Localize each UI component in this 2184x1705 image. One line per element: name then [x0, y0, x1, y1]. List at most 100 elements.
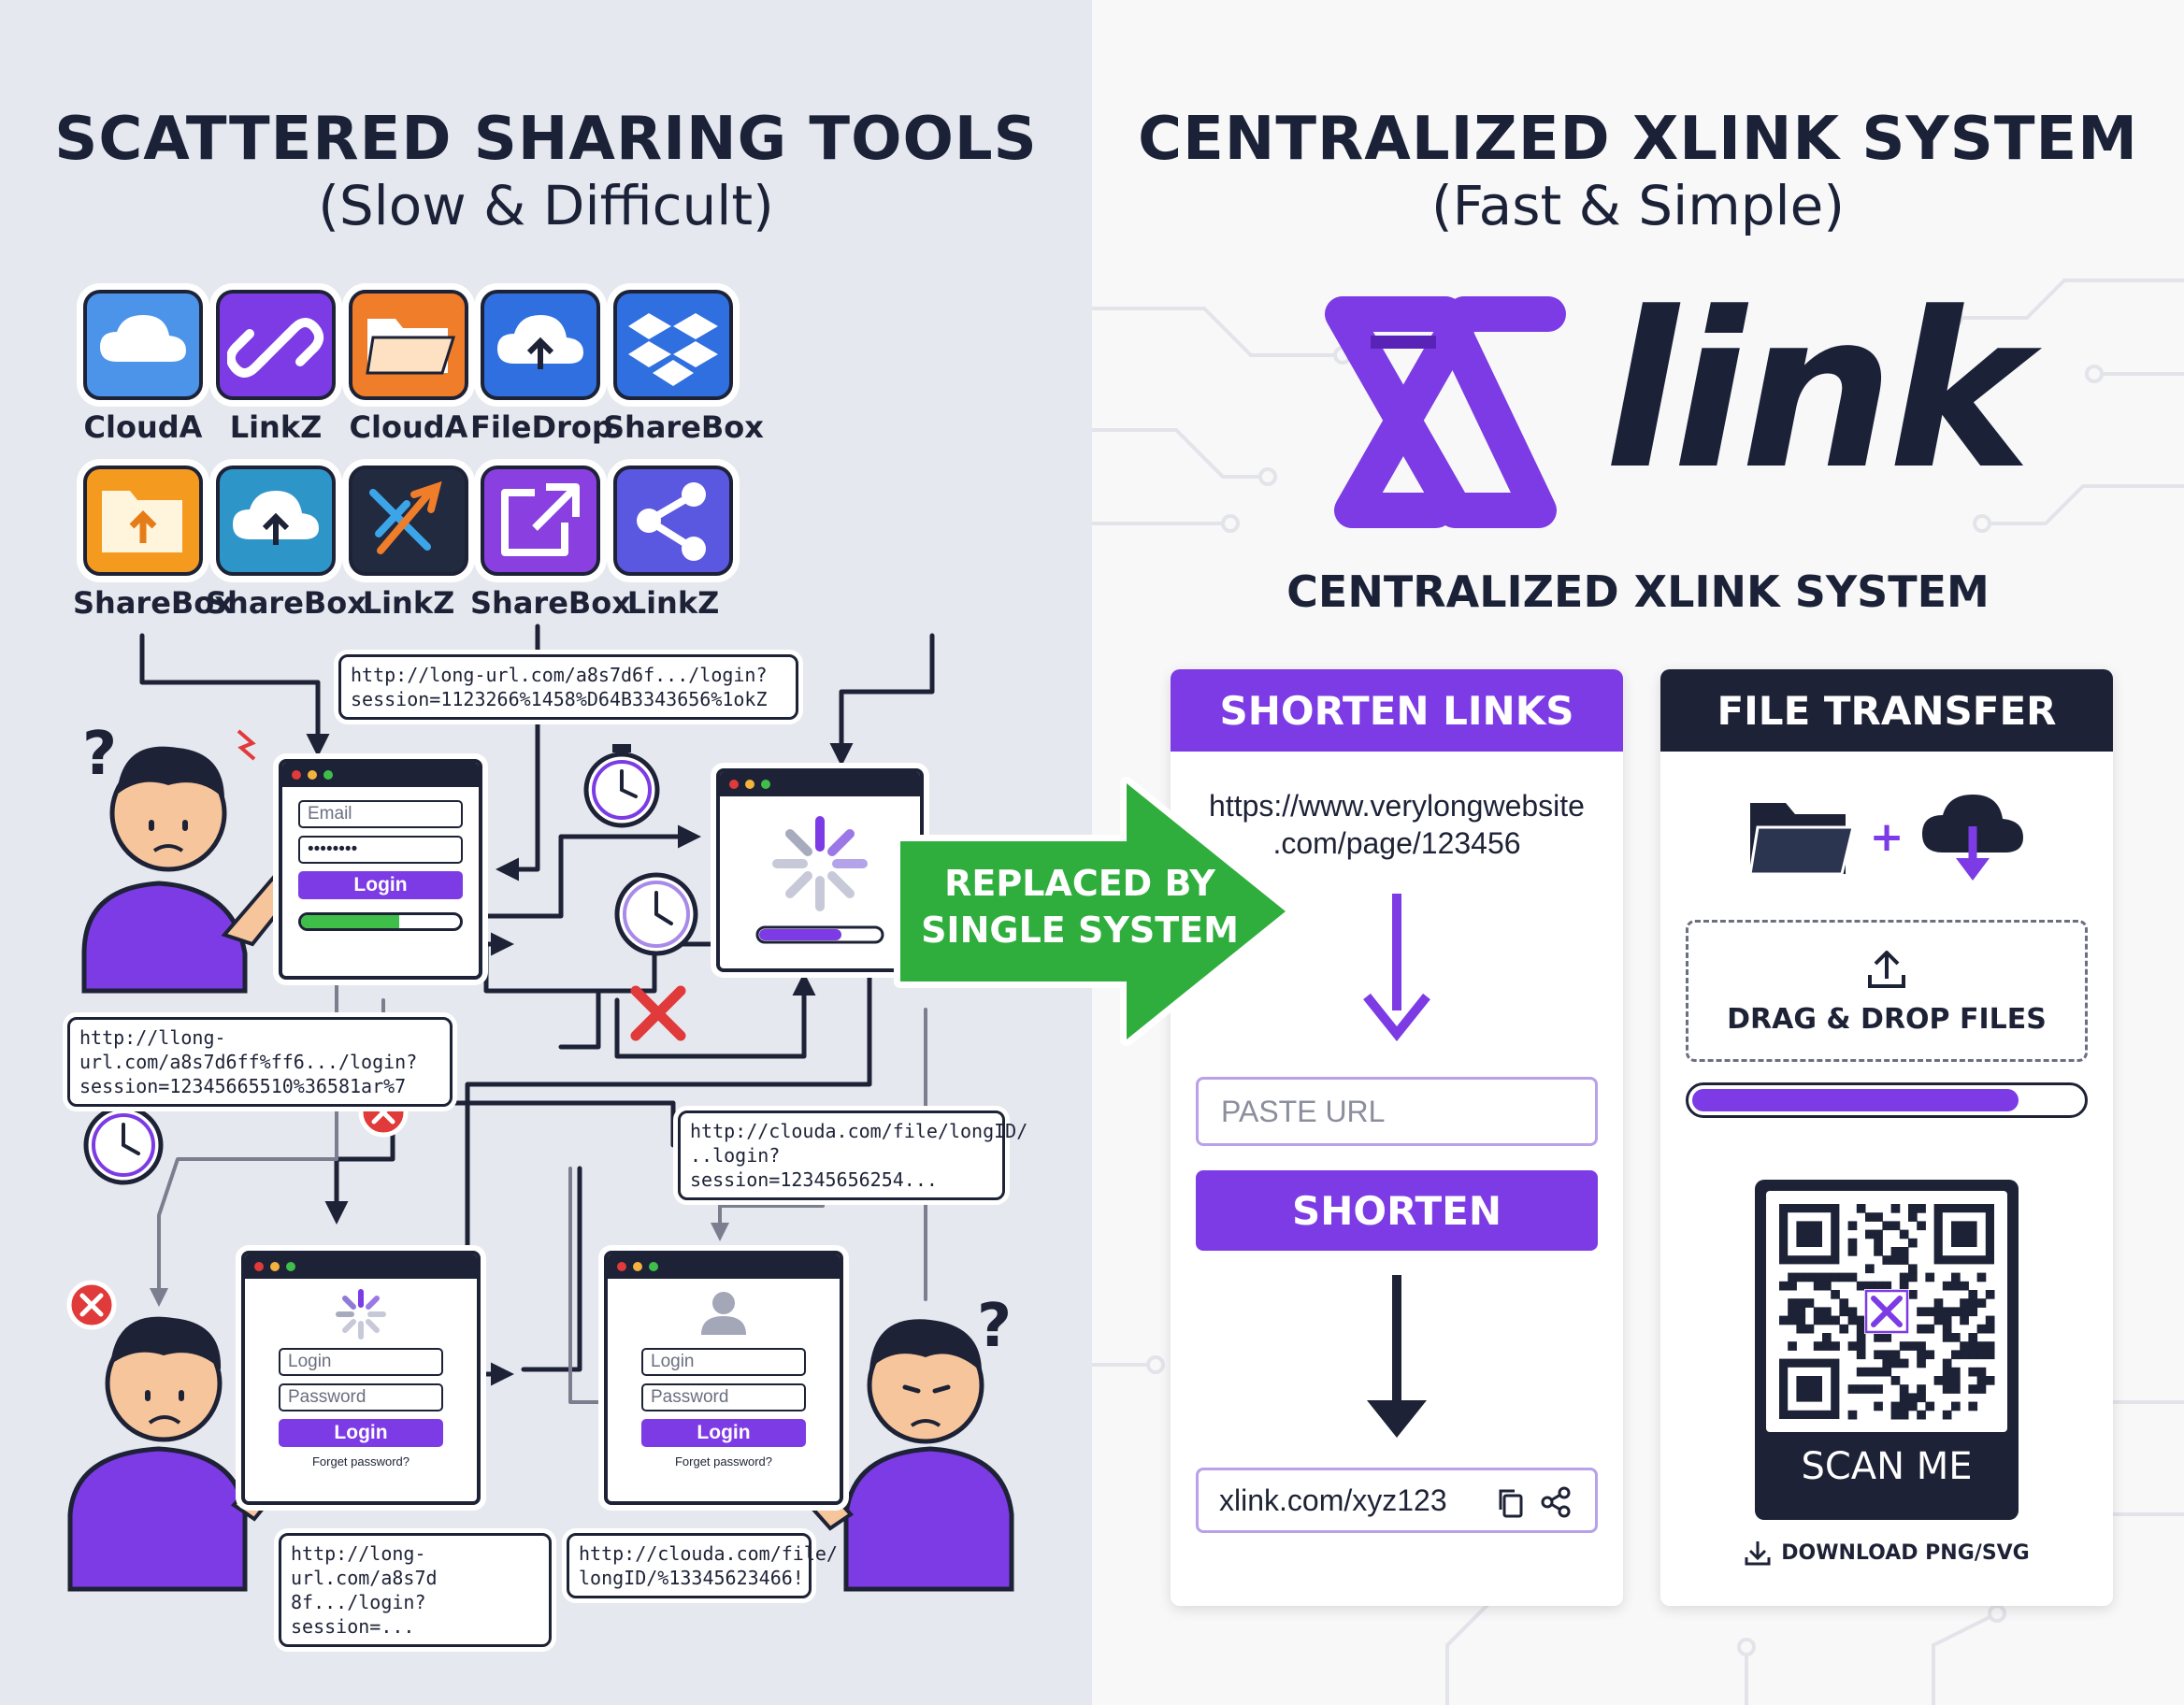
window-titlebar: [282, 763, 479, 787]
drag-drop-zone[interactable]: DRAG & DROP FILES: [1686, 920, 2088, 1062]
long-url-bubble: http://long-url.com/a8s7d 8f.../login?se…: [279, 1533, 552, 1647]
error-icon: [66, 1280, 117, 1330]
stopwatch-icon: [83, 1097, 164, 1185]
confused-person-illustration: ?: [81, 720, 304, 994]
login-button[interactable]: Login: [298, 871, 463, 899]
loading-spinner-icon: [336, 1289, 386, 1340]
app-tile-filedrop[interactable]: FileDrop: [470, 290, 613, 445]
chain-link-icon: [216, 290, 336, 400]
app-tile-sharebox[interactable]: ShareBox: [470, 466, 631, 621]
login-button[interactable]: Login: [641, 1419, 806, 1447]
app-name: ShareBox: [470, 585, 631, 621]
app-tile-clouda[interactable]: CloudA: [73, 290, 213, 445]
qr-code-image: [1779, 1204, 1995, 1420]
window-titlebar: [608, 1254, 840, 1279]
app-tile-clouda[interactable]: CloudA: [338, 290, 479, 445]
replaced-by-arrow: [894, 777, 1292, 1046]
stopwatch-icon: [614, 872, 698, 956]
file-transfer-card: FILE TRANSFER + DRAG & DROP FILES: [1660, 669, 2113, 1606]
scattered-tools-panel: SCATTERED SHARING TOOLS (Slow & Difficul…: [0, 0, 1092, 1705]
app-name: ShareBox: [73, 585, 234, 621]
dropbox-icon: [613, 290, 733, 400]
long-url-bubble: http://llong-url.com/a8s7d6ff%ff6.../log…: [67, 1017, 453, 1107]
folder-icon: [1747, 803, 1855, 876]
replaced-by-line: SINGLE SYSTEM: [921, 910, 1239, 951]
download-icon: [1745, 1541, 1771, 1566]
password-field[interactable]: ••••••••: [298, 836, 463, 864]
upload-progress-fill: [1692, 1089, 2019, 1111]
stopwatch-icon: [583, 744, 660, 828]
app-name: CloudA: [83, 409, 203, 445]
arrow-down-icon: [1367, 1275, 1427, 1438]
cloud-upload-icon: [216, 466, 336, 576]
share-icon[interactable]: [1539, 1485, 1573, 1519]
qr-code-card: SCAN ME: [1755, 1180, 2019, 1520]
long-url-line: .com/page/123456: [1272, 826, 1521, 860]
loading-window: [716, 768, 924, 972]
transfer-icons: +: [1660, 785, 2113, 888]
logo-caption: CENTRALIZED XLINK SYSTEM: [1286, 566, 1990, 617]
app-name: LinkZ: [229, 409, 323, 445]
app-tile-sharebox[interactable]: ShareBox: [73, 466, 234, 621]
app-tile-linkz[interactable]: LinkZ: [206, 290, 346, 445]
password-field[interactable]: Password: [279, 1383, 443, 1411]
app-name: CloudA: [349, 409, 468, 445]
app-tile-linkz[interactable]: LinkZ: [603, 466, 743, 621]
app-name: ShareBox: [206, 585, 366, 621]
paste-url-input[interactable]: PASTE URL: [1196, 1077, 1598, 1146]
cloud-upload-icon: [481, 290, 600, 400]
cloud-icon: [83, 290, 203, 400]
shorten-links-card: SHORTEN LINKS https://www.verylongwebsit…: [1171, 669, 1623, 1606]
login-window: Email •••••••• Login: [279, 759, 482, 980]
scan-me-label: SCAN ME: [1801, 1445, 1973, 1488]
cloud-download-icon: [1922, 795, 2024, 881]
login-field[interactable]: Login: [279, 1348, 443, 1376]
app-tile-sharebox[interactable]: ShareBox: [206, 466, 366, 621]
drag-drop-label: DRAG & DROP FILES: [1727, 1002, 2047, 1036]
progress-bar: [298, 912, 463, 931]
upload-progress-bar: [1686, 1082, 2088, 1118]
upload-icon: [1868, 950, 1905, 988]
long-url-line: https://www.verylongwebsite: [1209, 789, 1585, 823]
qr-code[interactable]: [1766, 1191, 2007, 1432]
right-title: CENTRALIZED XLINK SYSTEM: [1138, 105, 2138, 174]
copy-icon[interactable]: [1496, 1487, 1526, 1519]
login-button[interactable]: Login: [279, 1419, 443, 1447]
app-name: LinkZ: [626, 585, 720, 621]
plus-sign: +: [1869, 812, 1904, 861]
svg-text:?: ?: [82, 720, 117, 789]
app-tile-linkz[interactable]: LinkZ: [338, 466, 479, 621]
shorten-button[interactable]: SHORTEN: [1196, 1170, 1598, 1251]
replaced-by-label: REPLACED BY SINGLE SYSTEM: [912, 860, 1248, 953]
external-link-icon: [481, 466, 600, 576]
long-url-bubble: http://clouda.com/file/longID/ ..login?s…: [678, 1110, 1027, 1200]
arrow-down-icon: [1363, 894, 1430, 1042]
app-name: FileDrop: [470, 409, 613, 445]
svg-text:?: ?: [977, 1292, 1012, 1361]
window-titlebar: [245, 1254, 477, 1279]
login-window: Login Password Login Forget password?: [241, 1251, 481, 1505]
forgot-password-link[interactable]: Forget password?: [311, 1454, 410, 1469]
right-subtitle: (Fast & Simple): [1431, 174, 1845, 237]
short-link-result: xlink.com/xyz123: [1196, 1468, 1598, 1533]
short-link-text: xlink.com/xyz123: [1219, 1483, 1447, 1517]
left-subtitle: (Slow & Difficult): [318, 174, 774, 237]
window-titlebar: [720, 772, 920, 796]
download-link[interactable]: DOWNLOAD PNG/SVG: [1660, 1539, 2113, 1567]
long-url-bubble: http://clouda.com/file/ longID/%13345623…: [567, 1533, 838, 1598]
app-name: ShareBox: [603, 409, 764, 445]
password-field[interactable]: Password: [641, 1383, 806, 1411]
replaced-by-line: REPLACED BY: [944, 863, 1215, 904]
login-field[interactable]: Login: [641, 1348, 806, 1376]
forgot-password-link[interactable]: Forget password?: [674, 1454, 773, 1469]
red-x-icon: [630, 985, 686, 1041]
xlink-mini-logo-icon: [1871, 1296, 1903, 1327]
app-tile-sharebox[interactable]: ShareBox: [603, 290, 764, 445]
email-field[interactable]: Email: [298, 800, 463, 828]
share-icon: [613, 466, 733, 576]
file-transfer-header: FILE TRANSFER: [1660, 669, 2113, 752]
loading-spinner-icon: [755, 816, 884, 944]
xlink-logo-mark: [1325, 296, 1566, 528]
download-label: DOWNLOAD PNG/SVG: [1781, 1540, 2030, 1565]
xlink-system-panel: CENTRALIZED XLINK SYSTEM (Fast & Simple)…: [1092, 0, 2184, 1705]
